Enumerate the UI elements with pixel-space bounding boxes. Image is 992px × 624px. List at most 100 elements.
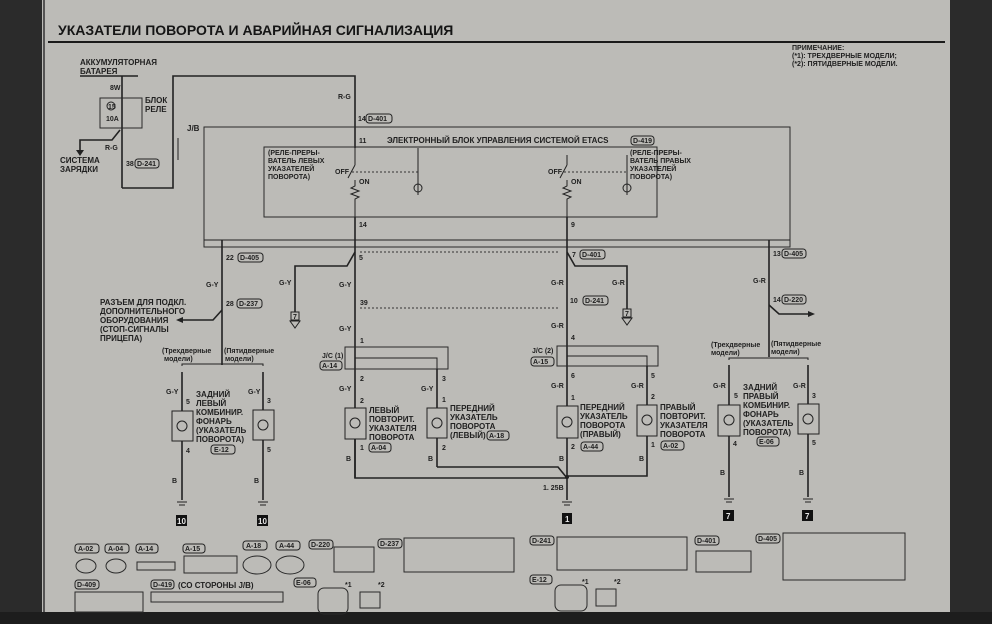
right-front-circuit: 7 D-401 G-R G-R 7 10 D-241 G-R 4 J/C (2)… (530, 249, 708, 524)
connector-tag (150, 579, 175, 590)
charging-wire (79, 129, 121, 152)
diagram-label: 22 (226, 255, 234, 262)
left-rear-circuit: 22 D-405 G-Y 28 D-237 РАЗЪЕМ ДЛЯ ПОДКЛ. … (100, 240, 275, 526)
diagram-shape (317, 587, 349, 615)
diagram-shape (554, 584, 588, 612)
wire (567, 366, 648, 477)
right-side-repeater (636, 404, 658, 437)
bulb-icon (257, 419, 269, 431)
diagram-shape (136, 561, 176, 571)
diagram-label: G-Y (339, 282, 352, 289)
diagram-label: B (428, 456, 433, 463)
diagram-label: 3 (442, 376, 446, 383)
wire (294, 251, 356, 312)
diagram-label: 4 (571, 335, 575, 342)
diagram-label: ЭЛЕКТРОННЫЙ БЛОК УПРАВЛЕНИЯ СИСТЕМОЙ ETA… (387, 136, 609, 145)
connector-tag (210, 444, 236, 455)
connector-tag (582, 295, 609, 306)
diagram-label: B (346, 456, 351, 463)
diagram-label: G-R (551, 323, 564, 330)
diagram-label: ЛЕВЫЙ (369, 406, 400, 415)
diagram-label: (ПРАВЫЙ) (580, 430, 621, 439)
diagram-label: ФОНАРЬ (196, 417, 232, 426)
diagram-label: 7 (572, 252, 576, 259)
diagram-label: J/C (2) (532, 348, 553, 355)
diagram-label: 1. 25B (543, 485, 564, 492)
diagram-label: модели) (164, 356, 193, 363)
diagram-label: ЗАДНИЙ (196, 390, 230, 399)
connector-tag (365, 113, 393, 124)
diagram-label: ФОНАРЬ (743, 410, 779, 419)
wire (567, 355, 648, 366)
paper-sheet (42, 0, 950, 612)
diagram-label: СИСТЕМА (60, 156, 100, 165)
diagram-label: D-401 (368, 116, 387, 123)
diagram-label: (РЕЛЕ-ПРЕРЫ- (268, 150, 320, 157)
diagram-label: ПОВОРОТА (660, 430, 706, 439)
diagram-label: G-Y (339, 326, 352, 333)
connector-tag (74, 579, 100, 590)
arrow-right-icon (808, 311, 815, 317)
diagram-label: ВАТЕЛЬ ЛЕВЫХ (268, 158, 325, 165)
diagram-label: G-Y (421, 386, 434, 393)
diagram-label: (СО СТОРОНЫ J/B) (178, 581, 254, 590)
diagram-label: G-Y (248, 389, 261, 396)
diagram-label: 1 (360, 338, 364, 345)
diagram-label: G-Y (279, 280, 292, 287)
diagram-label: (Пятидверные (224, 348, 274, 355)
connector-tag (237, 252, 264, 263)
connector-a04: A-04 (104, 543, 130, 574)
diagram-label: 39 (360, 300, 368, 307)
connector-a15: A-15 (182, 543, 238, 574)
diagram-label: J/C (1) (322, 353, 343, 360)
connector-a44: A-44 (275, 540, 305, 575)
connector-d220: D-220 (308, 539, 375, 573)
wire (728, 357, 809, 360)
connector-tag (134, 158, 160, 169)
diagram-label: G-R (793, 383, 806, 390)
diagram-shape (183, 555, 238, 574)
diagram-label: G-Y (166, 389, 179, 396)
diagram-label: (СТОП-СИГНАЛЫ (100, 325, 169, 334)
diagram-label: E-06 (759, 439, 774, 446)
connector-tag (236, 298, 263, 309)
diagram-label: (Трехдверные (162, 348, 211, 355)
diagram-label: 5 (651, 373, 655, 380)
diagram-label: D-237 (239, 301, 258, 308)
diagram-label: 7 (805, 512, 810, 521)
diagram-label: УКАЗАТЕЛЯ (369, 424, 417, 433)
diagram-label: (ЛЕВЫЙ) (450, 431, 486, 440)
wire (349, 180, 361, 217)
etacs-unit: R-G 14 D-401 11 ЭЛЕКТРОННЫЙ БЛОК УПРАВЛЕ… (203, 94, 791, 500)
diagram-label: D-405 (784, 251, 803, 258)
diagram-label: B (639, 456, 644, 463)
junction-connector-2 (556, 345, 659, 367)
fuse-number-icon (106, 101, 116, 111)
ground-icon (177, 501, 187, 506)
connector-tag (579, 249, 606, 260)
bulb-icon (349, 417, 361, 429)
rear-right-lamp (717, 404, 741, 437)
diagram-label: ПОВОРОТА (580, 421, 626, 430)
connector-tag (630, 135, 655, 146)
diagram-label: *1 (582, 579, 589, 586)
diagram-label: ЗАРЯДКИ (60, 165, 98, 174)
diagram-shape (257, 515, 268, 526)
diagram-label: A-18 (246, 543, 261, 550)
rear-right-lamp-5door (797, 403, 820, 435)
diagram-label: E-12 (214, 447, 229, 454)
diagram-label: ПРАВЫЙ (743, 392, 779, 401)
diagram-label: 6 (571, 373, 575, 380)
diagram-label: A-15 (533, 359, 548, 366)
diagram-label: 1 (565, 515, 570, 524)
diagram-label: A-02 (663, 443, 678, 450)
bulb-icon (641, 414, 653, 426)
diagram-label: УКАЗАТЕЛЯ (660, 421, 708, 430)
diagram-label: РАЗЪЕМ ДЛЯ ПОДКЛ. (100, 298, 186, 307)
wire (181, 363, 264, 366)
diagram-label: D-405 (758, 536, 777, 543)
diagram-label: J/B (187, 124, 200, 133)
diagram-label: 2 (360, 376, 364, 383)
diagram-label: КОМБИНИР. (196, 408, 243, 417)
connector-tag (182, 543, 206, 554)
